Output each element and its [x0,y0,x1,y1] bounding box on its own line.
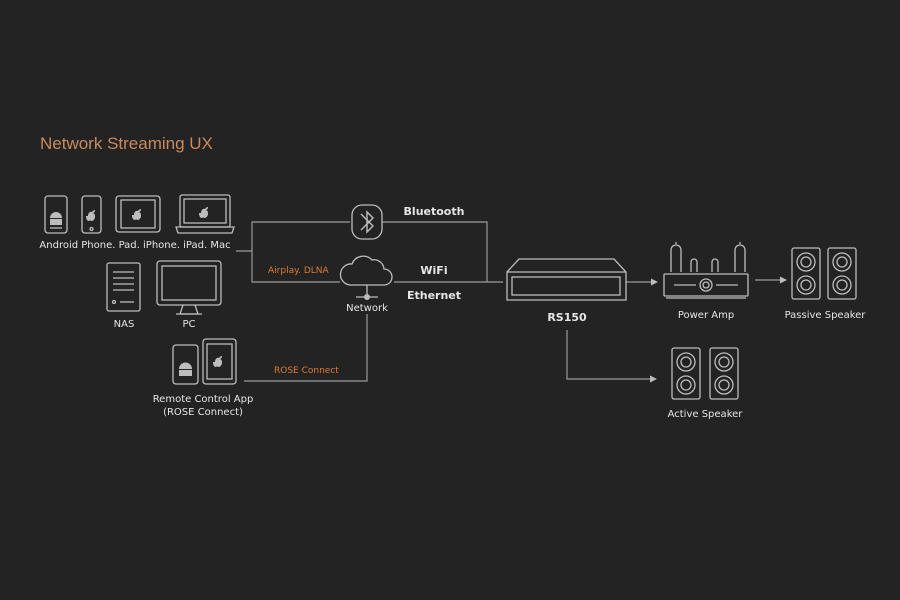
rose-connect-line [244,314,368,382]
ios-tablet-icon [202,338,237,385]
network-label: Network [346,303,388,314]
pc-label: PC [182,319,196,330]
remote-app-label-line1: Remote Control App [152,394,254,405]
nas-label: NAS [113,319,135,330]
android-phone-icon [44,195,68,234]
rose-connect-label: ROSE Connect [274,366,339,376]
passive-speaker-icon [791,247,857,300]
android-tablet-icon [172,344,199,385]
diagram-title: Network Streaming UX [40,134,213,153]
bluetooth-to-rs150-line [382,221,488,282]
remote-app-label: Remote Control App (ROSE Connect) [153,393,254,419]
sources-bracket-line [236,221,350,283]
rs150-device-icon [506,258,627,301]
power-amp-icon [663,242,749,299]
mobile-devices-label: Android Phone. Pad. iPhone. iPad. Mac [39,240,231,251]
bluetooth-label: Bluetooth [403,205,465,218]
arrow-head-passive [780,276,787,284]
ethernet-label: Ethernet [406,289,462,302]
rs150-to-active-speaker-line [566,330,652,380]
arrow-head-power-amp [651,278,658,286]
nas-icon [106,262,141,312]
rs150-label: RS150 [547,311,587,324]
mac-laptop-icon [175,194,235,234]
passive-speaker-label: Passive Speaker [784,310,866,321]
bluetooth-icon [351,204,383,240]
iphone-icon [81,195,102,234]
remote-app-label-line2: (ROSE Connect) [163,407,243,418]
power-amp-label: Power Amp [677,310,735,321]
wifi-label: WiFi [420,264,448,277]
active-speaker-icon [671,347,739,400]
network-cloud-icon [339,255,393,300]
airplay-dlna-label: Airplay. DLNA [268,266,329,276]
active-speaker-label: Active Speaker [667,409,743,420]
ipad-icon [115,195,161,233]
pc-monitor-icon [156,260,222,315]
arrow-heads [650,276,787,383]
connector-lines [236,221,782,382]
arrow-head-active [650,375,657,383]
